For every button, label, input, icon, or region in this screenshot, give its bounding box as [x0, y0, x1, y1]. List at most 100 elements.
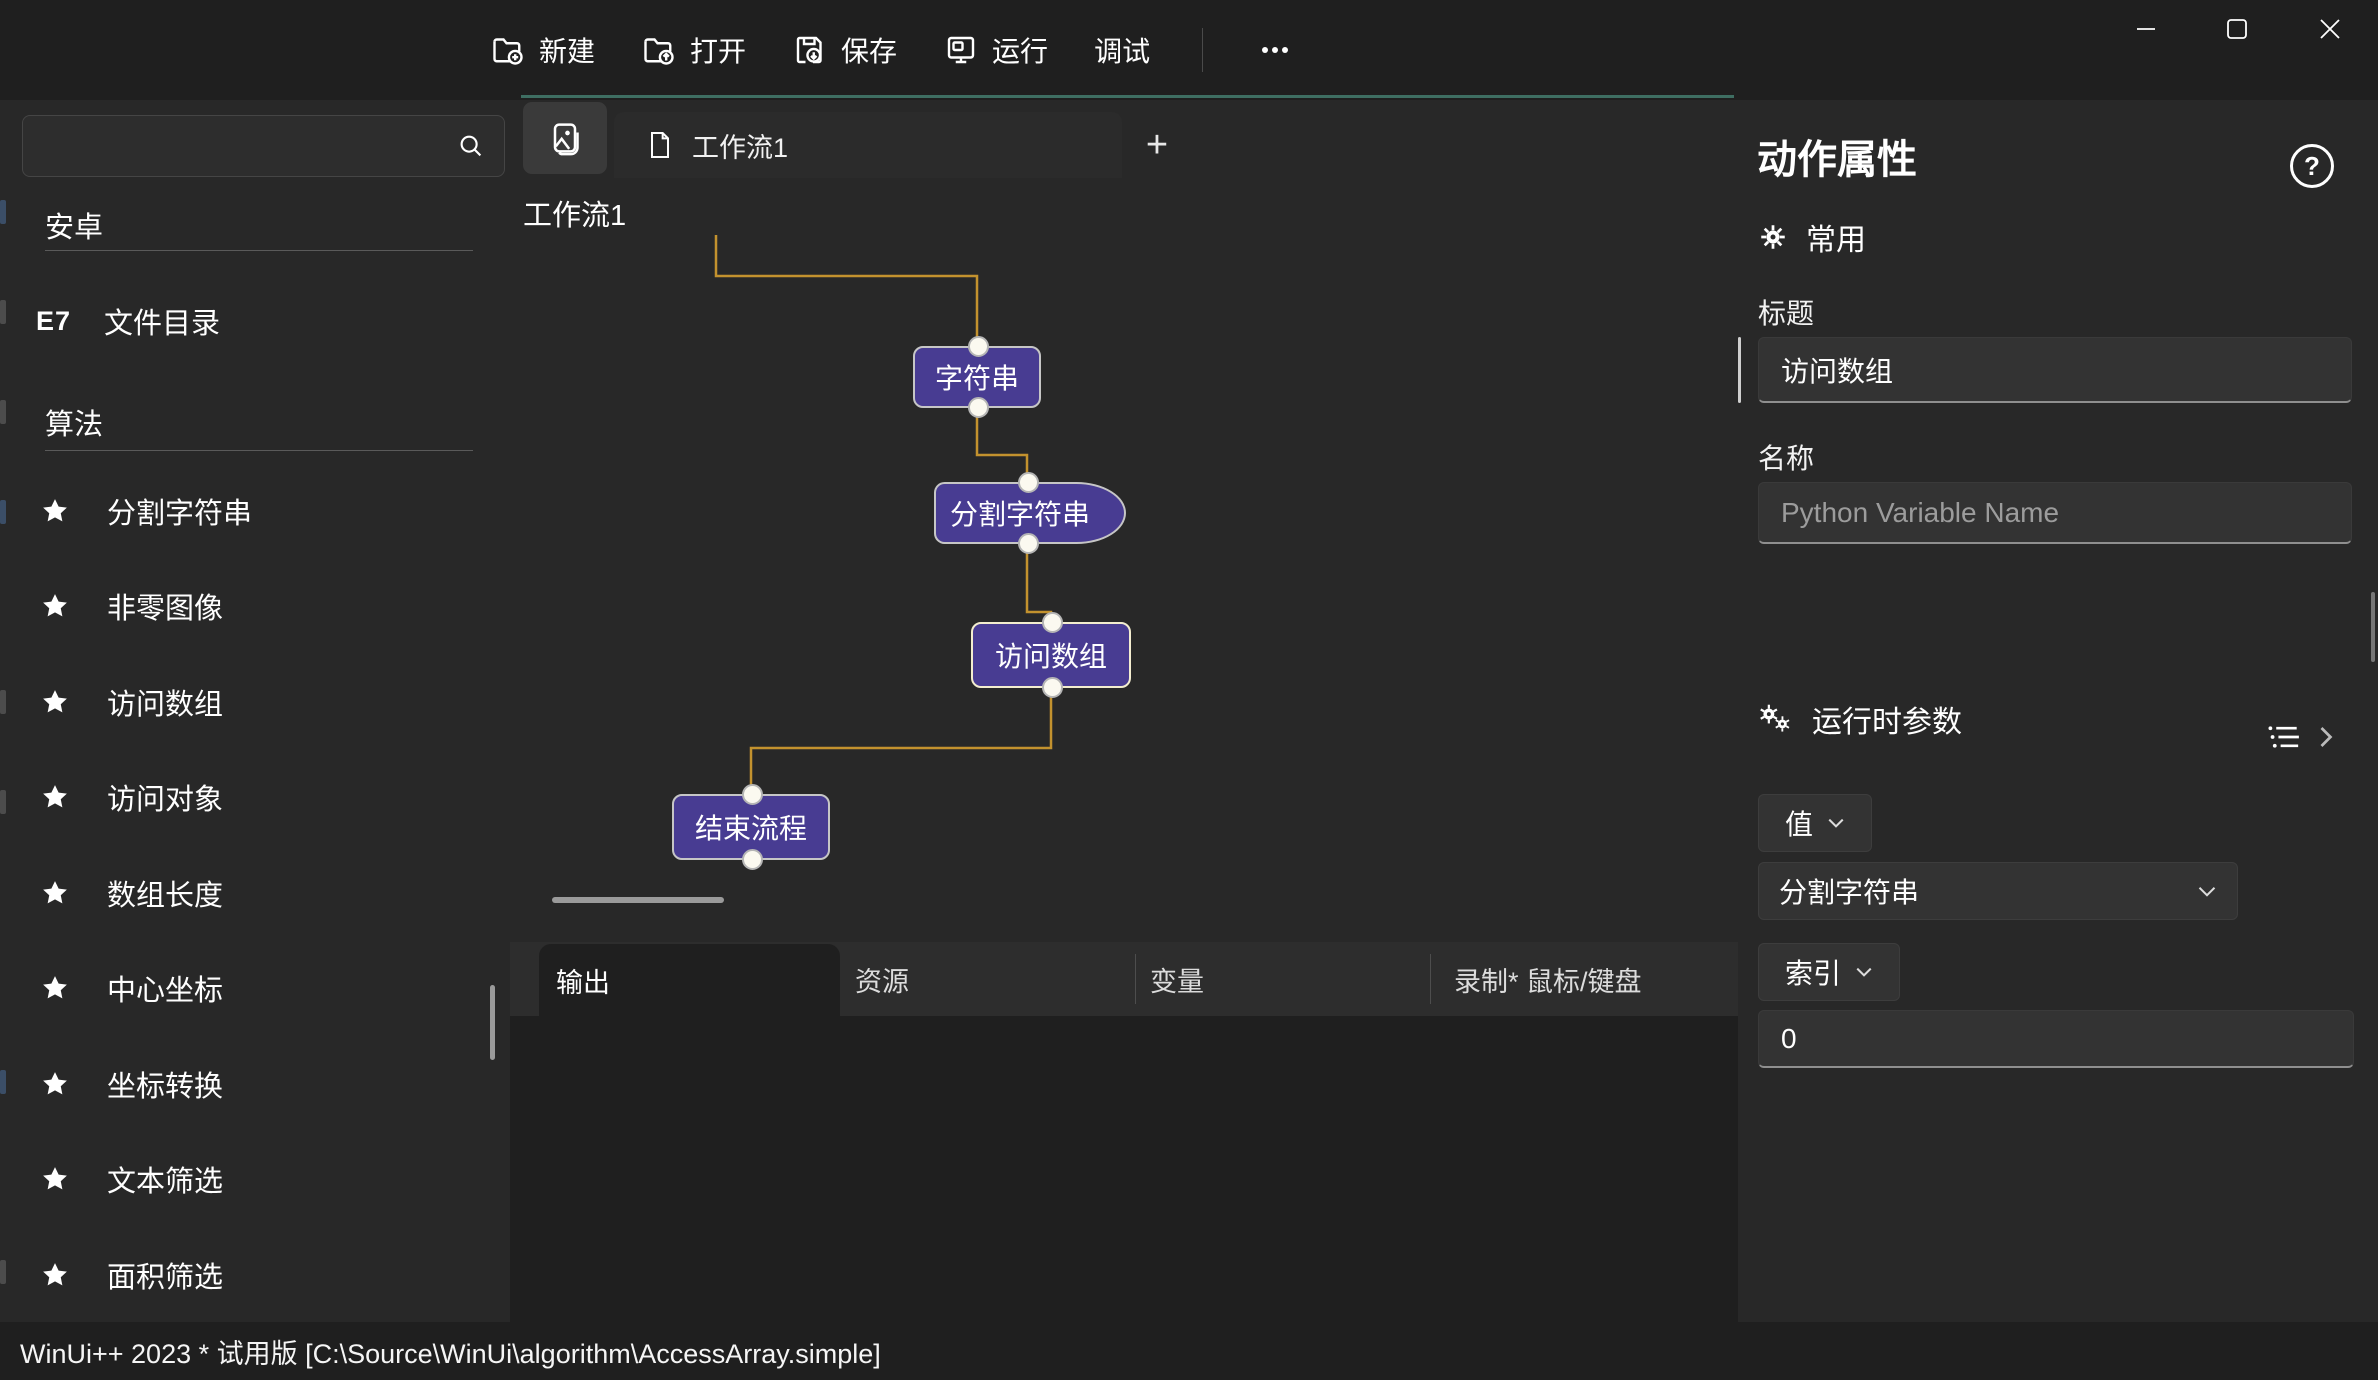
param-list-control[interactable] — [2266, 722, 2334, 752]
node-output-port[interactable] — [1018, 533, 1039, 554]
star-icon — [40, 496, 70, 526]
node-string[interactable]: 字符串 — [913, 336, 1041, 418]
param-value-selection: 分割字符串 — [1779, 877, 1920, 908]
sidebar-item-area-filter[interactable]: 面积筛选 — [0, 1245, 510, 1305]
sidebar-item-center-coord[interactable]: 中心坐标 — [0, 958, 510, 1018]
document-icon — [644, 129, 676, 161]
debug-button-label: 调试 — [1094, 36, 1151, 67]
panel-title: 动作属性 — [1757, 138, 1917, 182]
save-icon — [792, 32, 828, 68]
workflow-canvas: 工作流1 + 工作流1 字符串 分割字符串 访问数组 结束流程 — [510, 100, 1738, 1322]
search-icon — [456, 131, 486, 161]
sidebar-scrollbar[interactable] — [490, 985, 495, 1060]
open-button[interactable]: 打开 — [641, 30, 746, 70]
node-input-port[interactable] — [968, 336, 989, 357]
node-input-port[interactable] — [1042, 612, 1063, 633]
name-field-input[interactable] — [1758, 482, 2352, 544]
node-label: 访问数组 — [994, 641, 1107, 672]
node-output-port[interactable] — [1042, 677, 1063, 698]
node-output-port[interactable] — [968, 397, 989, 418]
maximize-button[interactable] — [2205, 4, 2269, 54]
gallery-tab-button[interactable] — [523, 102, 607, 174]
sidebar-item-split-string[interactable]: 分割字符串 — [0, 481, 510, 541]
chevron-down-icon — [1827, 817, 1845, 829]
minimize-icon — [2131, 14, 2161, 44]
sidebar-item-file-directory[interactable]: E7 文件目录 — [0, 291, 510, 351]
minimize-button[interactable] — [2114, 4, 2178, 54]
run-button-label: 运行 — [992, 36, 1049, 67]
chevron-down-icon — [1855, 966, 1873, 978]
new-tab-button[interactable]: + — [1145, 123, 1169, 166]
bottom-tabbar: 输出 资源 变量 录制* 鼠标/键盘 — [510, 942, 1738, 1016]
debug-button[interactable]: 调试 — [1094, 30, 1150, 70]
node-access-array[interactable]: 访问数组 — [971, 612, 1131, 698]
help-icon[interactable]: ? — [2290, 144, 2334, 188]
sidebar: 安卓 E7 文件目录 算法 分割字符串 非零图像 访问数组 访问对象 数组长度 — [0, 100, 510, 1322]
tab-output[interactable]: 输出 — [539, 944, 840, 1016]
tab-resources[interactable]: 资源 — [855, 966, 909, 997]
save-button[interactable]: 保存 — [792, 30, 897, 70]
tab-variables[interactable]: 变量 — [1150, 966, 1204, 997]
canvas-horizontal-scrollbar[interactable] — [552, 897, 724, 903]
star-icon — [40, 1164, 70, 1194]
tabbar-separator — [1135, 954, 1136, 1004]
sidebar-item-access-array[interactable]: 访问数组 — [0, 672, 510, 732]
gear-icon — [1758, 222, 1788, 252]
run-icon — [943, 32, 979, 68]
new-button[interactable]: 新建 — [490, 30, 595, 70]
tab-record-mouse-keyboard[interactable]: 录制* 鼠标/键盘 — [1454, 966, 1642, 997]
node-label: 结束流程 — [694, 813, 807, 844]
properties-panel: 动作属性 ? — [1738, 100, 2378, 1322]
title-field-input[interactable] — [1758, 337, 2352, 403]
sidebar-item-array-length[interactable]: 数组长度 — [0, 863, 510, 923]
new-file-icon — [490, 32, 526, 68]
chevron-down-icon — [2197, 885, 2217, 898]
canvas-top-accent-line — [521, 95, 1734, 98]
panel-scrollbar-left[interactable] — [1738, 337, 1741, 403]
sidebar-item-nonzero-image[interactable]: 非零图像 — [0, 576, 510, 636]
param-value-select[interactable]: 分割字符串 — [1758, 862, 2238, 920]
section-common[interactable]: 常用 — [1758, 215, 1866, 259]
node-input-port[interactable] — [1018, 472, 1039, 493]
sidebar-divider — [45, 450, 473, 451]
star-icon — [40, 1069, 70, 1099]
section-runtime-params[interactable]: 运行时参数 — [1756, 697, 1962, 741]
param-index-input[interactable] — [1758, 1010, 2354, 1068]
open-file-icon — [641, 32, 677, 68]
node-input-port[interactable] — [742, 784, 763, 805]
star-icon — [40, 782, 70, 812]
param-value-key-dropdown[interactable]: 值 — [1758, 794, 1872, 852]
more-button[interactable] — [1255, 32, 1295, 68]
sidebar-item-label: 坐标转换 — [107, 1071, 224, 1103]
param-key-label: 索引 — [1784, 958, 1841, 989]
title-field-label: 标题 — [1758, 298, 1815, 329]
panel-scrollbar-right[interactable] — [2371, 592, 2375, 662]
close-button[interactable] — [2298, 4, 2362, 54]
sidebar-item-coord-transform[interactable]: 坐标转换 — [0, 1054, 510, 1114]
sidebar-item-text-filter[interactable]: 文本筛选 — [0, 1149, 510, 1209]
node-split-string[interactable]: 分割字符串 — [934, 472, 1126, 554]
tab-label: 输出 — [556, 967, 610, 998]
tab-workflow1[interactable]: 工作流1 — [614, 112, 1122, 178]
node-end-flow[interactable]: 结束流程 — [672, 784, 830, 870]
tab-label: 工作流1 — [692, 132, 789, 163]
chevron-right-icon — [2318, 725, 2334, 749]
node-output-port[interactable] — [742, 849, 763, 870]
search-input[interactable] — [23, 130, 456, 162]
param-index-key-dropdown[interactable]: 索引 — [1758, 943, 1900, 1001]
sidebar-item-label: 文本筛选 — [107, 1166, 224, 1198]
param-key-label: 值 — [1784, 809, 1813, 840]
run-button[interactable]: 运行 — [943, 30, 1048, 70]
main-toolbar: 新建 打开 — [490, 0, 1295, 100]
toolbar-divider — [1202, 28, 1204, 72]
tabbar-separator — [1430, 954, 1431, 1004]
sidebar-category-algorithm[interactable]: 算法 — [45, 409, 104, 441]
sidebar-category-android[interactable]: 安卓 — [45, 212, 104, 244]
sidebar-item-access-object[interactable]: 访问对象 — [0, 767, 510, 827]
maximize-icon — [2222, 14, 2252, 44]
more-icon — [1255, 32, 1295, 68]
star-icon — [40, 1260, 70, 1290]
workflow-title: 工作流1 — [523, 200, 627, 232]
section-label: 运行时参数 — [1812, 706, 1962, 739]
